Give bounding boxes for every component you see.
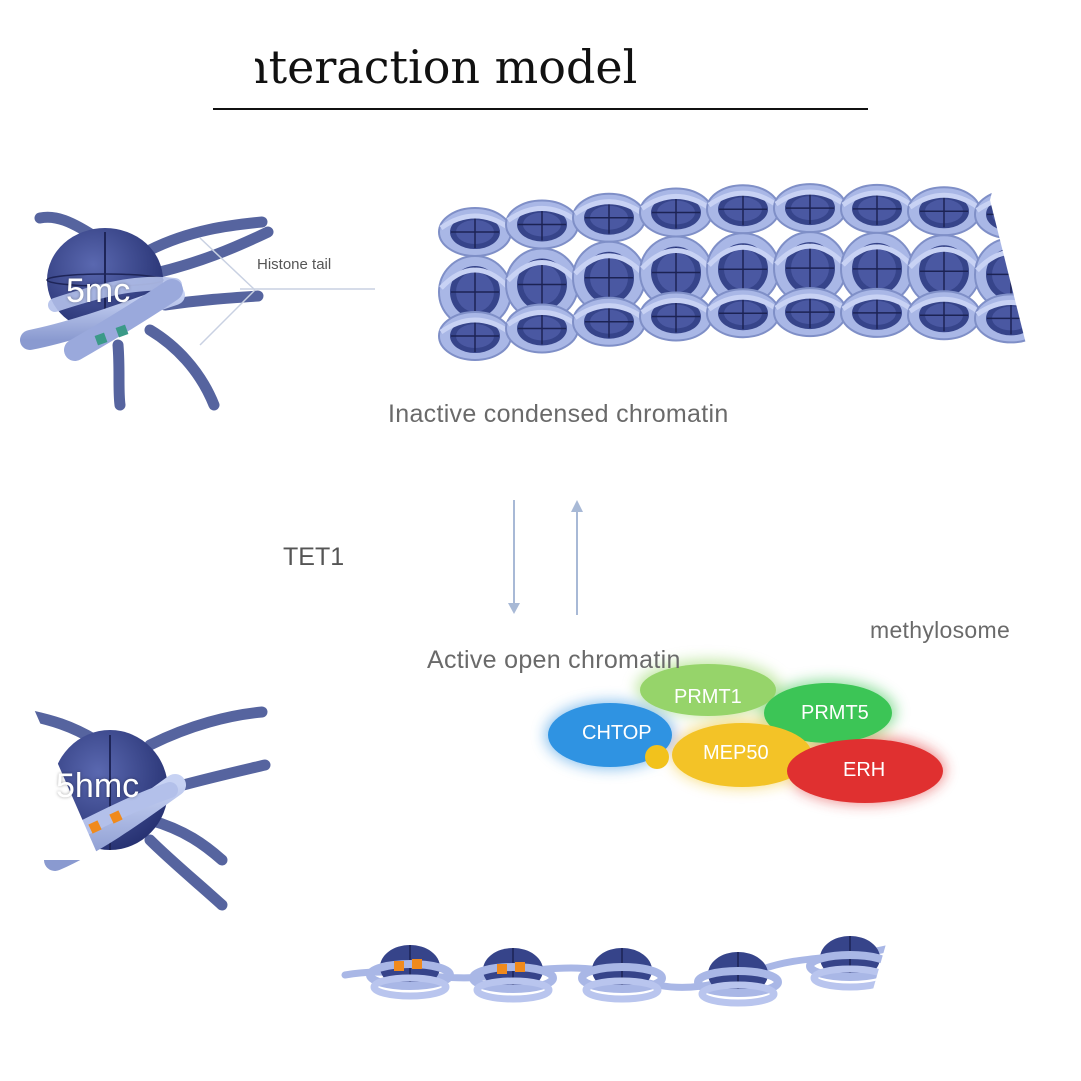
inactive-chromatin-label: Inactive condensed chromatin [388,400,729,428]
fiber-nucleosome [572,296,646,347]
chtop-label: CHTOP [582,722,652,744]
histone-tail-label: Histone tail [257,256,332,273]
hydroxymethyl-mark [412,959,422,969]
diagram-title: nteraction model [255,40,638,94]
fiber-nucleosome [840,183,914,234]
nucleosome-5hmc [0,700,271,911]
methyl-mark [94,332,108,346]
active-chromatin-label: Active open chromatin [427,646,681,674]
erh-blob [787,739,943,803]
open-nucleosome [469,948,557,1003]
open-chromatin-fiber [341,930,1081,1040]
fiber-nucleosome [706,184,780,235]
fiber-nucleosome [907,186,981,237]
fiber-nucleosome [572,240,646,315]
prmt5-label: PRMT5 [801,702,869,724]
mark-5mc-label: 5mc [66,272,131,310]
nucleosome-5mc [20,211,375,411]
methyl-mark [115,324,129,338]
fiber-nucleosome [706,288,780,339]
fiber-nucleosome [639,187,713,238]
fiber-nucleosome [773,231,847,306]
prmt1-label: PRMT1 [674,686,742,708]
fiber-nucleosome [505,199,579,250]
fiber-nucleosome [505,303,579,354]
fiber-nucleosome [639,235,713,310]
hydroxymethyl-mark [497,964,507,974]
condensed-chromatin-fiber [438,160,1081,380]
erh-label: ERH [843,759,886,781]
fiber-nucleosome [773,183,847,234]
mep50-label: MEP50 [703,742,769,764]
fiber-nucleosome [572,192,646,243]
title-underline [213,108,868,110]
open-nucleosome [366,945,454,1000]
up-arrowhead [571,500,583,512]
contact-dot [645,745,669,769]
title-clip: nteraction model [255,40,675,100]
fiber-nucleosome [907,234,981,309]
fiber-nucleosome [773,287,847,338]
fiber-nucleosome [639,291,713,342]
open-nucleosome [694,952,782,1007]
open-nucleosome [578,948,666,1003]
hydroxymethyl-mark [394,961,404,971]
fiber-nucleosome [438,255,512,329]
prmt5-blob [764,683,892,743]
hydroxymethyl-mark [515,962,525,972]
tet1-label: TET1 [283,543,345,571]
methylosome-label: methylosome [870,617,1011,643]
fiber-nucleosome [907,290,981,341]
fiber-nucleosome [840,287,914,338]
mark-5hmc-label: 5hmc [56,767,140,805]
fiber-nucleosome [840,231,914,306]
hydroxymethyl-mark [109,810,123,824]
transition-arrows [508,500,583,615]
prmt1-blob [640,664,776,716]
hydroxymethyl-mark [88,820,102,834]
methylosome-complex [545,660,945,804]
fiber-nucleosome [438,207,512,257]
mep50-blob [672,723,812,787]
fiber-nucleosome [706,232,780,307]
fiber-nucleosome [438,311,512,361]
chtop-blob [548,703,672,767]
tail-pointer-lines [199,237,375,346]
fiber-nucleosome [505,247,579,322]
down-arrowhead [508,603,520,614]
